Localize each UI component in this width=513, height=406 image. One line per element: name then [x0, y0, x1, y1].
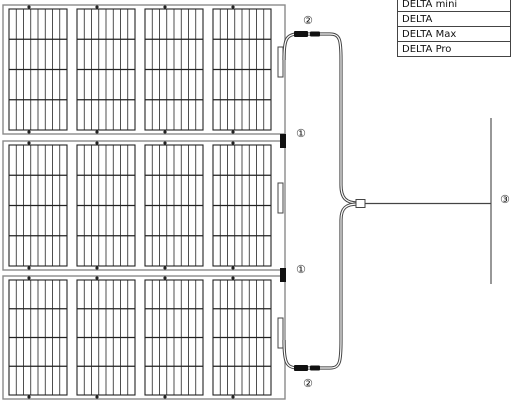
callout-output-connector-top: ②	[303, 14, 313, 27]
solar-cell-block	[212, 144, 272, 267]
mc4-connector	[310, 365, 320, 371]
solar-cell-block	[8, 8, 68, 131]
grommet-dot	[163, 276, 167, 280]
panel-hinge-connector	[280, 268, 286, 282]
model-name: DELTA Pro	[397, 41, 511, 57]
solar-cell-block	[212, 279, 272, 396]
grommet-dot	[27, 276, 31, 280]
grommet-dot	[163, 130, 167, 134]
y-splitter-junction	[355, 199, 366, 208]
output-cable-outer	[282, 32, 359, 205]
grommet-dot	[163, 5, 167, 9]
callout-panel-connector-upper: ①	[296, 127, 306, 140]
solar-cell-block	[144, 144, 204, 267]
output-cable-outer	[282, 202, 359, 370]
solar-cell-block	[8, 144, 68, 267]
grommet-dot	[27, 266, 31, 270]
mc4-connector	[294, 31, 308, 37]
model-name: DELTA	[397, 11, 511, 27]
grommet-dot	[231, 395, 235, 399]
callout-output-connector-bottom: ②	[303, 377, 313, 390]
junction-box	[277, 182, 284, 214]
grommet-dot	[27, 141, 31, 145]
model-row: DELTA mini	[397, 0, 511, 12]
model-name: DELTA mini	[397, 0, 511, 12]
grommet-dot	[27, 5, 31, 9]
solar-cell-block	[76, 8, 136, 131]
model-name: DELTA Max	[397, 26, 511, 42]
solar-cell-block	[8, 279, 68, 396]
model-row: DELTA Max	[397, 26, 511, 42]
grommet-dot	[231, 276, 235, 280]
grommet-dot	[95, 266, 99, 270]
grommet-dot	[231, 141, 235, 145]
solar-cell-block	[144, 8, 204, 131]
grommet-dot	[163, 395, 167, 399]
grommet-dot	[231, 130, 235, 134]
grommet-dot	[95, 130, 99, 134]
junction-box	[277, 46, 284, 78]
solar-cell-block	[76, 279, 136, 396]
output-cable-inner	[283, 33, 359, 204]
grommet-dot	[27, 130, 31, 134]
grommet-dot	[95, 5, 99, 9]
grommet-dot	[95, 395, 99, 399]
solar-cell-block	[76, 144, 136, 267]
model-row: DELTA Pro	[397, 41, 511, 57]
solar-cell-block	[212, 8, 272, 131]
compatible-models-table: DELTA mini DELTA DELTA Max DELTA Pro	[397, 0, 511, 57]
callout-output-cable: ③	[500, 193, 510, 206]
junction-box	[277, 317, 284, 349]
grommet-dot	[231, 266, 235, 270]
solar-cell-block	[144, 279, 204, 396]
grommet-dot	[27, 395, 31, 399]
model-row: DELTA	[397, 11, 511, 27]
grommet-dot	[95, 276, 99, 280]
grommet-dot	[95, 141, 99, 145]
panel-hinge-connector	[280, 134, 286, 148]
mc4-connector	[294, 365, 308, 371]
mc4-connector	[310, 31, 320, 37]
grommet-dot	[163, 266, 167, 270]
grommet-dot	[163, 141, 167, 145]
output-cable-inner	[283, 203, 359, 369]
grommet-dot	[231, 5, 235, 9]
callout-panel-connector-lower: ①	[296, 263, 306, 276]
